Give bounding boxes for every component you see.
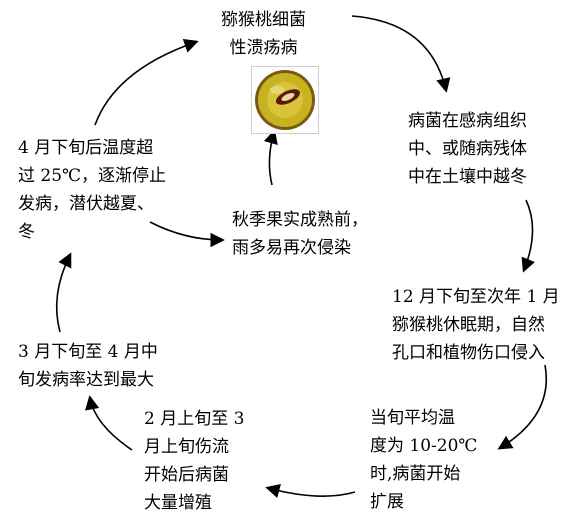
arrow-latent-to-reinfect — [149, 221, 225, 248]
node-reinfect: 秋季果实成熟前， 雨多易再次侵染 — [232, 210, 368, 258]
arrow-dormancy-to-spread — [497, 364, 547, 450]
node-peak: 3 月下旬至 4 月中 旬发病率达到最大 — [18, 342, 158, 390]
node-title: 猕猴桃细菌 性溃疡病 — [221, 10, 306, 58]
node-dormancy: 12 月下旬至次年 1 月 猕猴桃休眠期，自然 孔口和植物伤口侵入 — [392, 287, 560, 363]
arrow-reinfect-to-fruit — [263, 129, 278, 186]
arrow-peak-to-latent — [55, 252, 72, 333]
arrow-title-to-overwinter — [351, 15, 451, 93]
node-spread: 当旬平均温 度为 10-20℃ 时,病菌开始 扩展 — [370, 408, 478, 512]
node-latent: 4 月下旬后温度超 过 25℃，逐渐停止 发病，潜伏越夏、 冬 — [18, 138, 167, 242]
kiwifruit-cross-section-icon — [251, 66, 319, 134]
node-multiply: 2 月上旬至 3 月上旬伤流 开始后病菌 大量增殖 — [144, 409, 245, 513]
node-overwinter: 病菌在感病组织 中、或随病残体 中在土壤中越冬 — [408, 111, 527, 187]
arrow-latent-to-title — [94, 38, 199, 126]
arrow-multiply-to-peak — [85, 395, 133, 451]
arrow-overwinter-to-dormancy — [521, 199, 535, 273]
arrow-spread-to-multiply — [265, 484, 356, 498]
